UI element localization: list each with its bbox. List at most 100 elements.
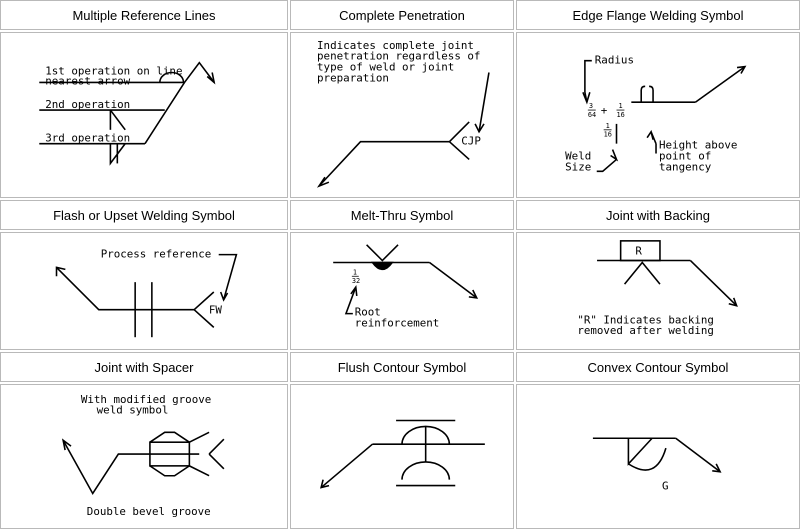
backing-box — [619, 240, 661, 262]
panel-flush-contour: Flush Contour Symbol — [290, 352, 514, 529]
note-line-2: weld symbol — [97, 404, 169, 417]
note-line-2: removed after welding — [577, 324, 714, 337]
panel-multiple-reference-lines: Multiple Reference Lines 1st operation o… — [0, 0, 288, 198]
root-leader — [344, 286, 357, 315]
radius-label: Radius — [595, 54, 634, 67]
backing-r-label: R — [635, 245, 642, 258]
spacer-line-1 — [189, 431, 210, 443]
height-label-3: tangency — [659, 160, 712, 173]
root-label: Root — [355, 306, 381, 319]
reference-line — [62, 439, 200, 496]
fraction-32: 32 — [352, 277, 360, 285]
arrowhead — [316, 176, 330, 188]
groove-top — [149, 431, 190, 443]
arrow-leader — [429, 261, 478, 299]
diagram-area: Process reference FW — [0, 232, 288, 350]
label-nearest-arrow: nearest arrow — [45, 74, 130, 87]
v-groove — [366, 244, 399, 262]
tail-lower — [193, 309, 215, 328]
root-arrowhead — [350, 284, 358, 297]
leader-line — [478, 72, 490, 132]
reference-line — [55, 266, 195, 311]
panel-complete-penetration: Complete Penetration Indicates complete … — [290, 0, 514, 198]
panel-title: Edge Flange Welding Symbol — [516, 0, 800, 30]
fillet-symbol — [627, 437, 653, 466]
groove-bottom — [149, 465, 190, 477]
fraction-1b: 1 — [606, 122, 610, 130]
fraction-64: 64 — [588, 111, 596, 119]
height-label-2: point of — [659, 149, 711, 162]
fraction-3: 3 — [589, 102, 593, 110]
note-line-1: Indicates complete joint — [317, 39, 474, 52]
tail-lower — [208, 453, 225, 470]
joint-backing-diagram: R "R" Indicates backing removed after we… — [577, 240, 738, 337]
label-3rd-operation: 3rd operation — [45, 132, 130, 145]
weld-arc-bottom — [401, 461, 451, 480]
label-1st-operation: 1st operation on line — [45, 64, 182, 77]
panel-joint-spacer: Joint with Spacer With modified groove w… — [0, 352, 288, 529]
spacer-box — [149, 441, 191, 467]
radius-leader — [584, 59, 592, 103]
reference-line — [318, 140, 450, 187]
v-groove — [623, 261, 661, 285]
label-2nd-operation: 2nd operation — [45, 98, 130, 111]
convex-contour-arc — [627, 447, 667, 471]
fillet-symbol — [109, 109, 126, 131]
melt-thru-mark — [370, 261, 394, 271]
process-arrowhead — [219, 291, 229, 302]
spacer-line-2 — [189, 465, 210, 477]
panel-title: Complete Penetration — [290, 0, 514, 30]
flange-left — [640, 85, 646, 103]
arrow-leader — [320, 443, 373, 489]
arrow-leader — [675, 437, 721, 473]
diagram-area: With modified groove weld symbol Double … — [0, 384, 288, 529]
tangency-arrowhead — [646, 129, 654, 140]
diagram-area: 1st operation on line nearest arrow 2nd … — [0, 32, 288, 198]
fraction-16b: 16 — [604, 131, 612, 139]
arrowhead — [736, 65, 747, 74]
note-line-1: "R" Indicates backing — [577, 313, 714, 326]
arrowhead — [468, 289, 479, 299]
panel-title: Flush Contour Symbol — [290, 352, 514, 382]
note-line-2: penetration regardless of — [317, 50, 480, 63]
diagram-area: Radius Height above point of tangency We… — [516, 32, 800, 198]
double-bevel-label: Double bevel groove — [87, 505, 211, 518]
radius-arrowhead — [582, 91, 591, 105]
arrowhead — [55, 266, 66, 277]
note-line-1: With modified groove — [81, 393, 211, 406]
diagram-area: R "R" Indicates backing removed after we… — [516, 232, 800, 350]
joint-spacer-diagram: With modified groove weld symbol Double … — [61, 393, 225, 518]
tail-lower — [448, 141, 470, 161]
size-label: Size — [565, 160, 591, 173]
diagram-area — [290, 384, 514, 529]
bevel-symbol — [109, 143, 126, 166]
arrowhead — [728, 297, 738, 307]
arrow-leader — [144, 61, 215, 145]
weld-size-arrowhead — [610, 149, 619, 162]
panel-title: Joint with Spacer — [0, 352, 288, 382]
panel-title: Flash or Upset Welding Symbol — [0, 200, 288, 230]
weld-label: Weld — [565, 149, 591, 162]
panel-title: Joint with Backing — [516, 200, 800, 230]
leader-arrowhead — [474, 123, 485, 134]
diagram-area: Indicates complete joint penetration reg… — [290, 32, 514, 198]
arrowhead — [320, 479, 330, 489]
fraction-1: 1 — [353, 268, 357, 276]
diagram-area: Root reinforcement 1 32 — [290, 232, 514, 350]
fw-label: FW — [209, 304, 223, 317]
tail-upper — [193, 291, 215, 311]
edge-flange-diagram: Radius Height above point of tangency We… — [565, 54, 747, 173]
multiple-reference-lines-diagram: 1st operation on line nearest arrow 2nd … — [39, 61, 216, 166]
height-label-1: Height above — [659, 139, 737, 152]
flange-right — [649, 85, 654, 103]
panel-title: Convex Contour Symbol — [516, 352, 800, 382]
panel-title: Multiple Reference Lines — [0, 0, 288, 30]
melt-thru-diagram: Root reinforcement 1 32 — [333, 244, 479, 329]
panel-edge-flange: Edge Flange Welding Symbol Radius Height… — [516, 0, 800, 198]
plus-sign: + — [601, 104, 608, 117]
grinding-g-label: G — [662, 480, 669, 493]
panel-convex-contour: Convex Contour Symbol G — [516, 352, 800, 529]
tail-upper — [208, 438, 225, 455]
panel-title: Melt-Thru Symbol — [290, 200, 514, 230]
